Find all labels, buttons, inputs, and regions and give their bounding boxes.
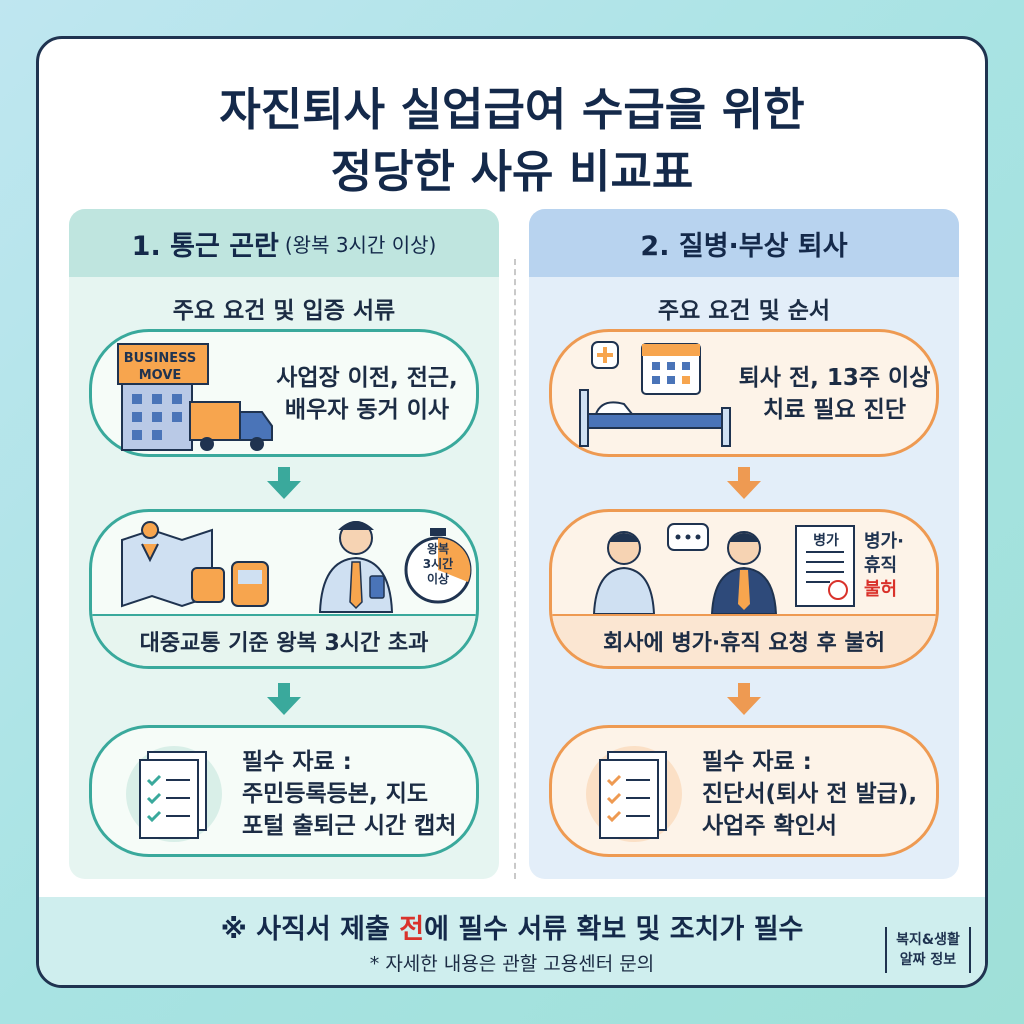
business-move-sign: BUSINESS MOVE [120, 350, 200, 384]
leave-denied-text: 불허 [864, 579, 898, 600]
illness-docs-line-1: 필수 자료 : [702, 749, 812, 775]
commute-docs-line-1: 필수 자료 : [242, 749, 352, 775]
commute-heading: 1. 통근 곤란 [131, 230, 279, 262]
transit-band: 대중교통 기준 왕복 3시간 초과 [92, 614, 476, 666]
arrow-down-icon [727, 683, 761, 715]
arrow-down-icon [267, 467, 301, 499]
commute-documents-text: 필수 자료 : 주민등록등본, 지도 포털 출퇴근 시간 캡처 [242, 746, 472, 842]
illness-documents-text: 필수 자료 : 진단서(퇴사 전 발급), 사업주 확인서 [702, 746, 937, 842]
brand-line-2: 알짜 정보 [899, 952, 957, 968]
illness-step-diagnosis: 퇴사 전, 13주 이상 치료 필요 진단 [549, 329, 939, 457]
notice-before: ※ 사직서 제출 [220, 914, 400, 945]
footer-note: * 자세한 내용은 관할 고용센터 문의 [369, 953, 655, 975]
employee-manager-conversation-icon [592, 523, 778, 614]
document-checklist-icon [586, 746, 682, 842]
commute-docs-line-2: 주민등록등본, 지도 [242, 781, 429, 807]
sign-line-1: BUSINESS [123, 351, 197, 366]
footer-bar: ※ 사직서 제출 전에 필수 서류 확보 및 조치가 필수 * 자세한 내용은 … [39, 897, 985, 985]
infographic-card: 자진퇴사 실업급여 수급을 위한 정당한 사유 비교표 1. 통근 곤란 (왕복… [36, 36, 988, 988]
illness-column-header: 2. 질병·부상 퇴사 [529, 209, 959, 277]
arrow-down-icon [267, 683, 301, 715]
sign-line-2: MOVE [138, 368, 182, 383]
timer-line-3: 이상 [426, 572, 450, 586]
timer-line-2: 3시간 [422, 557, 454, 571]
brand-logo: 복지&생활 알짜 정보 [885, 927, 971, 973]
leave-label-line-1: 병가· [864, 531, 904, 552]
leave-denied-label: 병가· 휴직 불허 [864, 530, 924, 602]
business-move-icon [117, 343, 273, 451]
notice-highlight: 전 [399, 914, 425, 945]
illness-subheading: 주요 요건 및 순서 [657, 298, 831, 324]
illness-heading: 2. 질병·부상 퇴사 [640, 230, 848, 262]
commute-docs-line-3: 포털 출퇴근 시간 캡처 [242, 813, 457, 839]
brand-line-1: 복지&생활 [896, 932, 960, 948]
sick-leave-document-icon [795, 525, 855, 607]
illness-docs-line-2: 진단서(퇴사 전 발급), [702, 781, 918, 807]
timer-line-1: 왕복 [426, 542, 450, 556]
commute-step-transit: 왕복 3시간 이상 대중교통 기준 왕복 3시간 초과 [89, 509, 479, 669]
timer-label: 왕복 3시간 이상 [406, 542, 470, 587]
relocation-line-2: 배우자 동거 이사 [284, 397, 450, 423]
illness-injury-column: 2. 질병·부상 퇴사 주요 요건 및 순서 퇴사 전, 13주 이상 치료 필… [529, 209, 959, 879]
diagnosis-text: 퇴사 전, 13주 이상 치료 필요 진단 [737, 362, 932, 426]
illness-step-documents: 필수 자료 : 진단서(퇴사 전 발급), 사업주 확인서 [549, 725, 939, 857]
page-title: 자진퇴사 실업급여 수급을 위한 정당한 사유 비교표 [39, 79, 985, 203]
leave-request-band: 회사에 병가·휴직 요청 후 불허 [552, 614, 936, 666]
document-checklist-icon [126, 746, 222, 842]
relocation-line-1: 사업장 이전, 전근, [276, 365, 458, 391]
hospital-bed-calendar-icon [579, 341, 731, 447]
footer-notice: ※ 사직서 제출 전에 필수 서류 확보 및 조치가 필수 [39, 907, 985, 946]
illness-docs-line-3: 사업주 확인서 [702, 813, 837, 839]
illness-step-leave-request: 병가 병가· 휴직 불허 회사에 병가·휴직 요청 후 불허 [549, 509, 939, 669]
commute-heading-sub: (왕복 3시간 이상) [284, 232, 437, 257]
commute-column-header: 1. 통근 곤란 (왕복 3시간 이상) [69, 209, 499, 277]
notice-after: 에 필수 서류 확보 및 조치가 필수 [424, 914, 804, 945]
commute-difficulty-column: 1. 통근 곤란 (왕복 3시간 이상) 주요 요건 및 입증 서류 BUSIN… [69, 209, 499, 879]
transit-commute-illustration [121, 521, 472, 613]
column-divider [514, 259, 516, 879]
title-line-1: 자진퇴사 실업급여 수급을 위한 [219, 83, 805, 136]
commute-step-documents: 필수 자료 : 주민등록등본, 지도 포털 출퇴근 시간 캡처 [89, 725, 479, 857]
title-line-2: 정당한 사유 비교표 [330, 145, 694, 198]
relocation-text: 사업장 이전, 전근, 배우자 동거 이사 [267, 362, 467, 426]
leave-label-line-2: 휴직 [864, 555, 898, 576]
commute-subheading: 주요 요건 및 입증 서류 [172, 298, 396, 324]
diagnosis-line-1: 퇴사 전, 13주 이상 [738, 365, 931, 391]
arrow-down-icon [727, 467, 761, 499]
diagnosis-line-2: 치료 필요 진단 [763, 397, 906, 423]
commute-step-relocation: BUSINESS MOVE 사업장 이전, 전근, 배우자 동거 이사 [89, 329, 479, 457]
leave-document-title: 병가 [813, 533, 839, 549]
